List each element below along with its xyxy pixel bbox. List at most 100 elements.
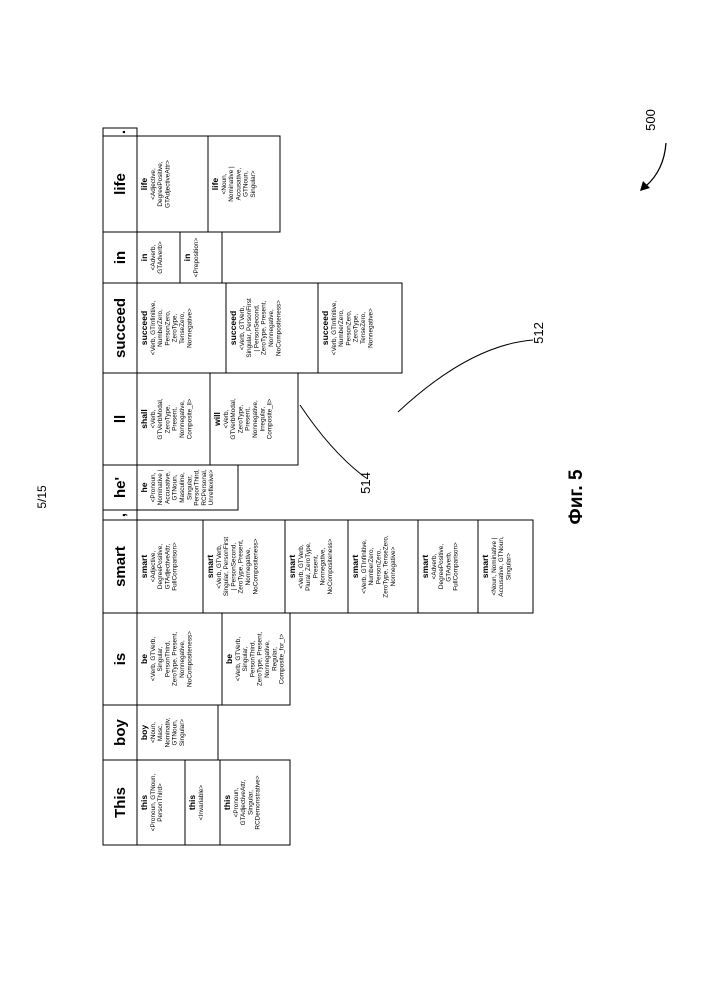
grammar-tags: <Verb,: [150, 409, 157, 428]
grammar-tags: GTAdjectiveAttr>: [164, 160, 171, 208]
grammar-tags: <Verb, GTVerb,: [298, 544, 305, 588]
grammar-tags: <Verb,: [223, 409, 230, 428]
lemma-word: smart: [205, 555, 215, 579]
label-512: 512: [531, 322, 546, 344]
lemma-word: smart: [350, 555, 360, 579]
analysis-cell: this<Pronoun, GTNoun,PersonThird>: [137, 760, 185, 845]
grammar-tags: PersonZero,: [375, 549, 382, 584]
grammar-tags: <Pronoun, GTNoun,: [150, 774, 157, 832]
analysis-cell: this<Pronoun,GTAdjectiveAttr,Singular,RC…: [220, 760, 290, 845]
lemma-word: will: [212, 412, 222, 427]
lemma-word: be: [139, 654, 149, 664]
grammar-tags: NoCompositeness>: [252, 538, 259, 594]
grammar-tags: RCDemonstrative>: [255, 775, 262, 829]
token-header-row: Thisboyissmart,he'llsucceedinlife.: [103, 128, 137, 845]
grammar-tags: ZeroType,: [172, 313, 179, 342]
grammar-tags: <Verb, GTVerb,: [235, 637, 242, 681]
grammar-tags: NumberZero,: [368, 547, 375, 585]
grammar-tags: GTAdverb,: [445, 551, 452, 582]
token-header: .: [112, 130, 129, 134]
grammar-tags: <Adjective,: [150, 168, 157, 200]
grammar-tags: <Noun,: [150, 722, 157, 743]
grammar-tags: ZeroType,: [237, 404, 244, 433]
grammar-tags: Accusative, GTNoun,: [498, 536, 505, 597]
grammar-tags: ZeroType, Present,: [257, 632, 264, 687]
grammar-tags: Singular>: [505, 553, 512, 580]
lemma-word: succeed: [320, 311, 330, 345]
grammar-tags: Nonnegative,: [245, 547, 252, 585]
analysis-cell: smart<Verb, GTVerb,Plural, ZeroType,Pres…: [285, 520, 348, 613]
token-header: smart: [112, 546, 129, 587]
grammar-tags: TenseZero,: [360, 312, 367, 344]
lemma-word: succeed: [228, 311, 238, 345]
grammar-tags: Nonnegative,: [179, 640, 186, 678]
analysis-cell: succeed<Verb, GTInfinitive,NumberZero,Pe…: [318, 283, 402, 373]
grammar-tags: Singular>: [250, 170, 257, 197]
label-500: 500: [643, 109, 658, 131]
grammar-tags: GTNoun,: [243, 171, 250, 197]
grammar-tags: GTNoun,: [172, 719, 179, 745]
grammar-tags: <Adverb,: [431, 553, 438, 579]
lemma-word: succeed: [139, 311, 149, 345]
grammar-tags: Regular,: [271, 647, 278, 671]
grammar-tags: PersonZero,: [164, 310, 171, 345]
grammar-tags: <Verb, GTVerb,: [216, 544, 223, 588]
arrow-500: [646, 143, 666, 186]
grammar-tags: PersonZero,: [345, 310, 352, 345]
token-header: succeed: [112, 298, 129, 358]
analysis-cell: will<Verb,GTVerbModal,ZeroType,Present,N…: [210, 373, 298, 465]
analysis-cell: smart<Adverb,DegreePositive,GTAdverb,Ful…: [418, 520, 478, 613]
grammar-tags: Singular,: [247, 790, 254, 815]
grammar-tags: Nonnegative,: [179, 400, 186, 438]
grammar-tags: Nominativ,: [164, 717, 171, 747]
token-header: life: [112, 173, 129, 195]
token-header: ll: [112, 415, 129, 423]
grammar-tags: PersonThird,: [194, 469, 201, 506]
grammar-tags: Singular, PersonFirst: [246, 298, 253, 358]
grammar-tags: RCPersonal,: [201, 469, 208, 505]
analysis-cell: succeed<Verb, GTInfinitive,NumberZero,Pe…: [137, 283, 226, 373]
analysis-cell: shall<Verb,GTVerbModal,ZeroType,Present,…: [137, 373, 210, 465]
grammar-tags: NumberZero,: [338, 309, 345, 347]
grammar-tags: GTNoun,: [172, 474, 179, 500]
grammar-tags: <Invariable>: [198, 785, 205, 820]
grammar-tags: Singular,: [157, 646, 164, 671]
grammar-tags: ZeroType, TenseZero,: [383, 535, 390, 598]
grammar-tags: Nonnegative,: [252, 400, 259, 438]
grammar-tags: | PersonSecond,: [253, 304, 260, 351]
grammar-tags: GTVerbModal,: [230, 398, 237, 439]
grammar-tags: <Preposition>: [193, 238, 200, 278]
leader-514: [300, 405, 362, 475]
analysis-cell: life<Noun,Nominative |Accusative,GTNoun,…: [208, 136, 280, 232]
grammar-tags: ZeroType, Present,: [261, 301, 268, 356]
lemma-word: this: [139, 795, 149, 810]
grammar-tags: Masc,: [157, 724, 164, 741]
analysis-cell: in<Adverb,GTAdverb>: [137, 232, 180, 283]
lemma-word: this: [187, 795, 197, 810]
lemma-word: this: [222, 795, 232, 810]
analysis-cell: he<Pronoun,Nominative |Accusative,GTNoun…: [137, 465, 238, 510]
grammar-tags: <Pronoun,: [150, 472, 157, 502]
grammar-tags: <Verb, GTInfinitive,: [361, 539, 368, 594]
grammar-tags: FullComparison>: [453, 542, 460, 591]
grammar-tags: Masculine,: [179, 472, 186, 503]
lemma-word: life: [210, 178, 220, 191]
grammar-tags: NoCompositeness>: [275, 300, 282, 356]
grammar-tags: Nominative |: [157, 469, 164, 505]
analysis-cell: smart<Adjective,DegreePositive,GTAdjecti…: [137, 520, 203, 613]
token-header: ,: [112, 513, 129, 517]
grammar-tags: <Noun, Nominative |: [491, 537, 498, 595]
analysis-cell: life<Adjective,DegreePositive,GTAdjectiv…: [137, 136, 208, 232]
grammar-tags: ZeroType,: [164, 404, 171, 433]
grammar-tags: GTAdjectiveAttr,: [240, 779, 247, 825]
grammar-tags: NumberZero,: [157, 309, 164, 347]
analysis-cell: be<Verb, GTVerb,Singular,PersonThird,Zer…: [137, 613, 222, 705]
analysis-cell: smart<Verb, GTInfinitive,NumberZero,Pers…: [348, 520, 418, 613]
token-header: in: [112, 251, 129, 264]
grammar-tags: Nonnegative>: [367, 308, 374, 348]
lemma-word: boy: [139, 725, 149, 740]
token-grid: Thisboyissmart,he'llsucceedinlife. this<…: [103, 128, 533, 845]
grammar-tags: Present,: [312, 554, 319, 578]
grammar-tags: Plural, ZeroType,: [305, 542, 312, 591]
